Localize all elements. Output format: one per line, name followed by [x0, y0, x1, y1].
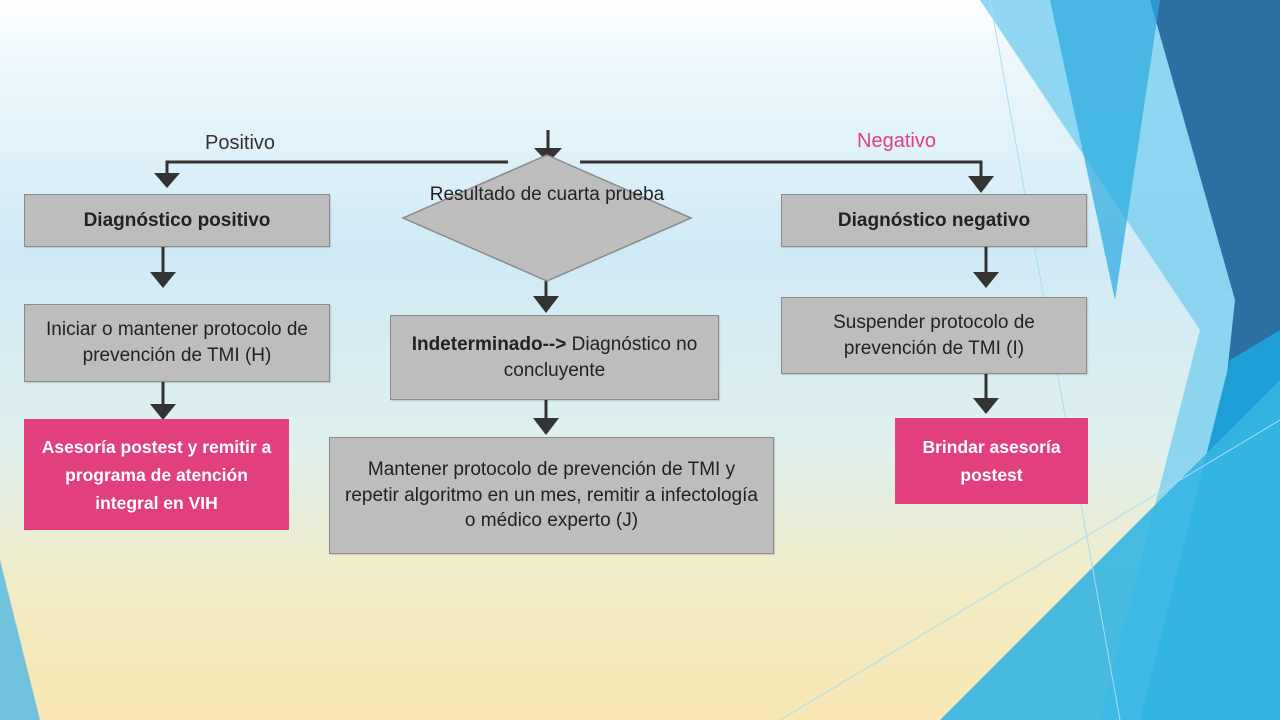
positive-counseling-box: Asesoría postest y remitir a programa de…: [24, 419, 289, 530]
suspend-protocol-text: Suspender protocolo de prevención de TMI…: [833, 311, 1035, 359]
indeterminate-rest-text: Diagnóstico no concluyente: [503, 333, 698, 381]
maintain-protocol-box: Mantener protocolo de prevención de TMI …: [329, 437, 774, 554]
maintain-protocol-text: Mantener protocolo de prevención de TMI …: [345, 459, 758, 532]
decision-text: Resultado de cuarta prueba: [429, 184, 665, 205]
indeterminate-text: Indeterminado--> Diagnóstico no concluye…: [407, 332, 702, 383]
suspend-protocol-box: Suspender protocolo de prevención de TMI…: [781, 297, 1087, 374]
indeterminate-bold-text: Indeterminado-->: [411, 333, 567, 355]
positive-branch-label: Positivo: [205, 132, 276, 154]
negative-counseling-box: Brindar asesoría postest: [895, 418, 1088, 504]
indeterminate-box: Indeterminado--> Diagnóstico no concluye…: [390, 315, 719, 400]
arrowhead-icon: [533, 418, 559, 435]
start-protocol-box: Iniciar o mantener protocolo de prevenci…: [24, 304, 330, 382]
arrowhead-icon: [973, 272, 999, 288]
decision-diamond: [401, 154, 693, 282]
arrowhead-icon: [150, 272, 176, 288]
arrowhead-icon: [150, 404, 176, 420]
positive-diagnosis-box: Diagnóstico positivo: [24, 194, 330, 247]
negative-diagnosis-text: Diagnóstico negativo: [837, 209, 1031, 231]
start-protocol-text: Iniciar o mantener protocolo de prevenci…: [46, 319, 308, 366]
negative-branch-label: Negativo: [857, 130, 936, 152]
arrowhead-icon: [973, 398, 999, 414]
arrowhead-icon: [968, 176, 994, 193]
positive-counseling-text: Asesoría postest y remitir a programa de…: [41, 436, 272, 513]
arrowhead-icon: [533, 296, 559, 313]
negative-counseling-text: Brindar asesoría postest: [922, 437, 1061, 485]
positive-diagnosis-text: Diagnóstico positivo: [83, 209, 271, 231]
negative-diagnosis-box: Diagnóstico negativo: [781, 194, 1087, 247]
arrowhead-icon: [154, 173, 180, 188]
